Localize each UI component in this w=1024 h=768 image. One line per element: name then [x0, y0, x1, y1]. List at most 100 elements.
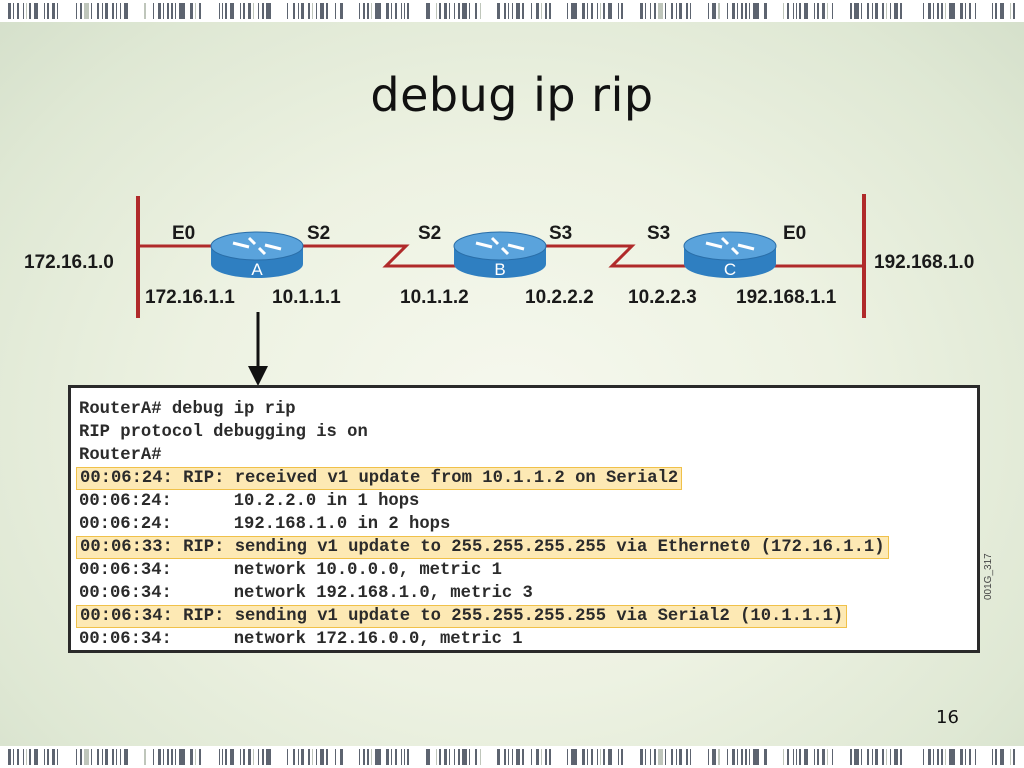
barcode-stripe: [783, 749, 784, 765]
router-arrows-icon: [232, 236, 282, 256]
barcode-stripe: [375, 749, 381, 765]
barcode-stripe: [536, 3, 539, 19]
barcode-stripe: [57, 3, 58, 19]
barcode-stripes-top: [8, 3, 1015, 19]
router-b-right-iface: S3: [549, 223, 572, 244]
barcode-stripe: [508, 3, 509, 19]
barcode-stripe: [439, 749, 441, 765]
barcode-stripe: [386, 749, 389, 765]
slide-title: debug ip rip: [370, 68, 654, 122]
barcode-stripe: [401, 3, 402, 19]
barcode-stripe: [960, 3, 963, 19]
barcode-stripe: [545, 3, 547, 19]
barcode-stripe: [671, 749, 673, 765]
barcode-stripe: [312, 749, 313, 765]
barcode-stripe: [167, 749, 169, 765]
figure-code: 001G_317: [983, 553, 994, 600]
barcode-stripe: [240, 749, 241, 765]
barcode-stripe: [23, 749, 24, 765]
barcode-stripe: [690, 749, 691, 765]
barcode-stripe: [545, 749, 547, 765]
barcode-stripe: [287, 3, 288, 19]
barcode-stripe: [258, 749, 259, 765]
barcode-stripe: [753, 3, 759, 19]
router-b-left-iface: S2: [418, 223, 441, 244]
barcode-stripe: [618, 749, 619, 765]
barcode-stripe: [44, 3, 45, 19]
barcode-stripe: [504, 749, 506, 765]
barcode-stripe: [266, 749, 271, 765]
router-c-right-ip: 192.168.1.1: [736, 287, 837, 308]
barcode-stripe: [190, 749, 193, 765]
network-topology-diagram: A B C 172.16.1.0 192.168.1.0 E0 S2 S2 S3…: [24, 194, 974, 386]
barcode-stripe: [737, 749, 738, 765]
barcode-stripe: [163, 3, 164, 19]
barcode-stripe: [116, 749, 117, 765]
barcode-stripe: [225, 749, 227, 765]
barcode-stripe: [650, 749, 651, 765]
barcode-stripe: [508, 749, 509, 765]
barcode-stripe: [960, 749, 963, 765]
barcode-stripe: [945, 749, 946, 765]
barcode-stripe: [764, 3, 767, 19]
barcode-stripe: [359, 749, 360, 765]
barcode-stripe: [363, 749, 365, 765]
barcode-stripe: [741, 3, 743, 19]
barcode-stripe: [1000, 3, 1004, 19]
barcode-stripe: [796, 749, 797, 765]
barcode-stripe: [76, 749, 77, 765]
barcode-stripe: [243, 3, 245, 19]
barcode-stripe: [404, 749, 405, 765]
router-b-left-ip: 10.1.1.2: [400, 287, 469, 308]
barcode-stripe: [469, 3, 470, 19]
barcode-stripe: [359, 3, 360, 19]
barcode-stripe: [571, 3, 577, 19]
barcode-stripe: [793, 3, 794, 19]
barcode-stripe: [567, 749, 568, 765]
barcode-stripe: [158, 3, 161, 19]
barcode-stripe: [969, 3, 971, 19]
barcode-stripe: [23, 3, 24, 19]
barcode-stripe: [102, 749, 103, 765]
barcode-stripe: [516, 749, 520, 765]
barcode-stripe: [597, 3, 598, 19]
barcode-stripe: [222, 749, 223, 765]
barcode-stripe: [814, 749, 815, 765]
barcode-stripe: [26, 3, 27, 19]
barcode-stripe: [941, 3, 943, 19]
barcode-stripe: [645, 749, 646, 765]
barcode-stripe: [832, 749, 833, 765]
barcode-stripe: [949, 749, 955, 765]
barcode-stripe: [219, 3, 220, 19]
barcode-stripe: [144, 3, 146, 19]
router-c-left-ip: 10.2.2.3: [628, 287, 697, 308]
barcode-stripe: [645, 3, 646, 19]
barcode-stripe: [199, 749, 201, 765]
barcode-stripe: [732, 749, 735, 765]
barcode-stripe: [395, 3, 397, 19]
debug-line-highlighted: 00:06:24: RIP: received v1 update from 1…: [76, 467, 683, 490]
barcode-stripe: [301, 3, 304, 19]
barcode-stripe: [76, 3, 77, 19]
barcode-stripe: [928, 3, 931, 19]
barcode-stripe: [91, 749, 92, 765]
barcode-stripe: [732, 3, 735, 19]
barcode-stripe: [875, 3, 878, 19]
left-network-label: 172.16.1.0: [24, 252, 114, 273]
barcode-stripe: [195, 749, 196, 765]
barcode-stripe: [665, 749, 666, 765]
barcode-stripe: [654, 3, 656, 19]
barcode-stripe: [890, 3, 891, 19]
barcode-stripe: [34, 749, 38, 765]
barcode-stripe: [745, 749, 747, 765]
barcode-stripe: [426, 3, 430, 19]
barcode-stripe: [992, 749, 993, 765]
barcode-stripe: [900, 749, 902, 765]
barcode-stripe: [248, 749, 251, 765]
barcode-stripe: [1010, 3, 1011, 19]
barcode-stripe: [386, 3, 389, 19]
barcode-stripe: [679, 749, 682, 765]
barcode-stripe: [52, 3, 55, 19]
barcode-stripe: [718, 3, 720, 19]
barcode-stripe: [91, 3, 92, 19]
